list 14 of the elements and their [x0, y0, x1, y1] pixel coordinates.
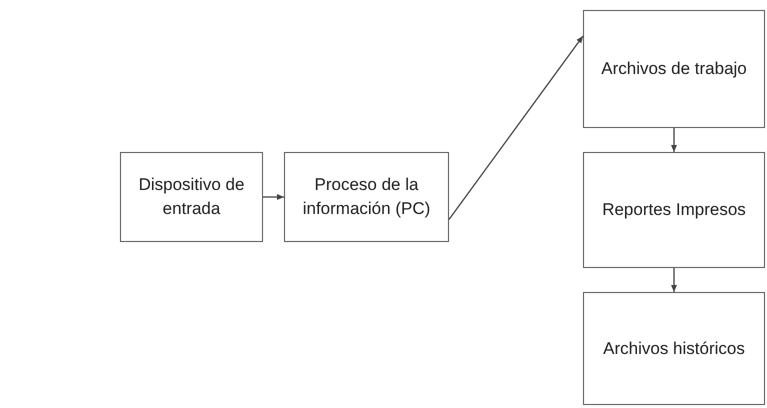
box-label: Reportes Impresos [602, 199, 746, 222]
arrow [263, 194, 284, 200]
process-box [583, 292, 765, 405]
box-label: Archivos de trabajo [601, 58, 747, 80]
process-box [120, 152, 263, 242]
box-label: Dispositivo de entrada [138, 174, 246, 220]
arrow [671, 128, 677, 152]
arrow [671, 268, 677, 292]
box-label: Proceso de la información (PC) [302, 174, 432, 220]
box-label: Archivos históricos [603, 338, 745, 360]
process-box [284, 152, 449, 242]
arrow [448, 36, 584, 220]
process-box [583, 152, 765, 268]
process-box [583, 10, 765, 128]
